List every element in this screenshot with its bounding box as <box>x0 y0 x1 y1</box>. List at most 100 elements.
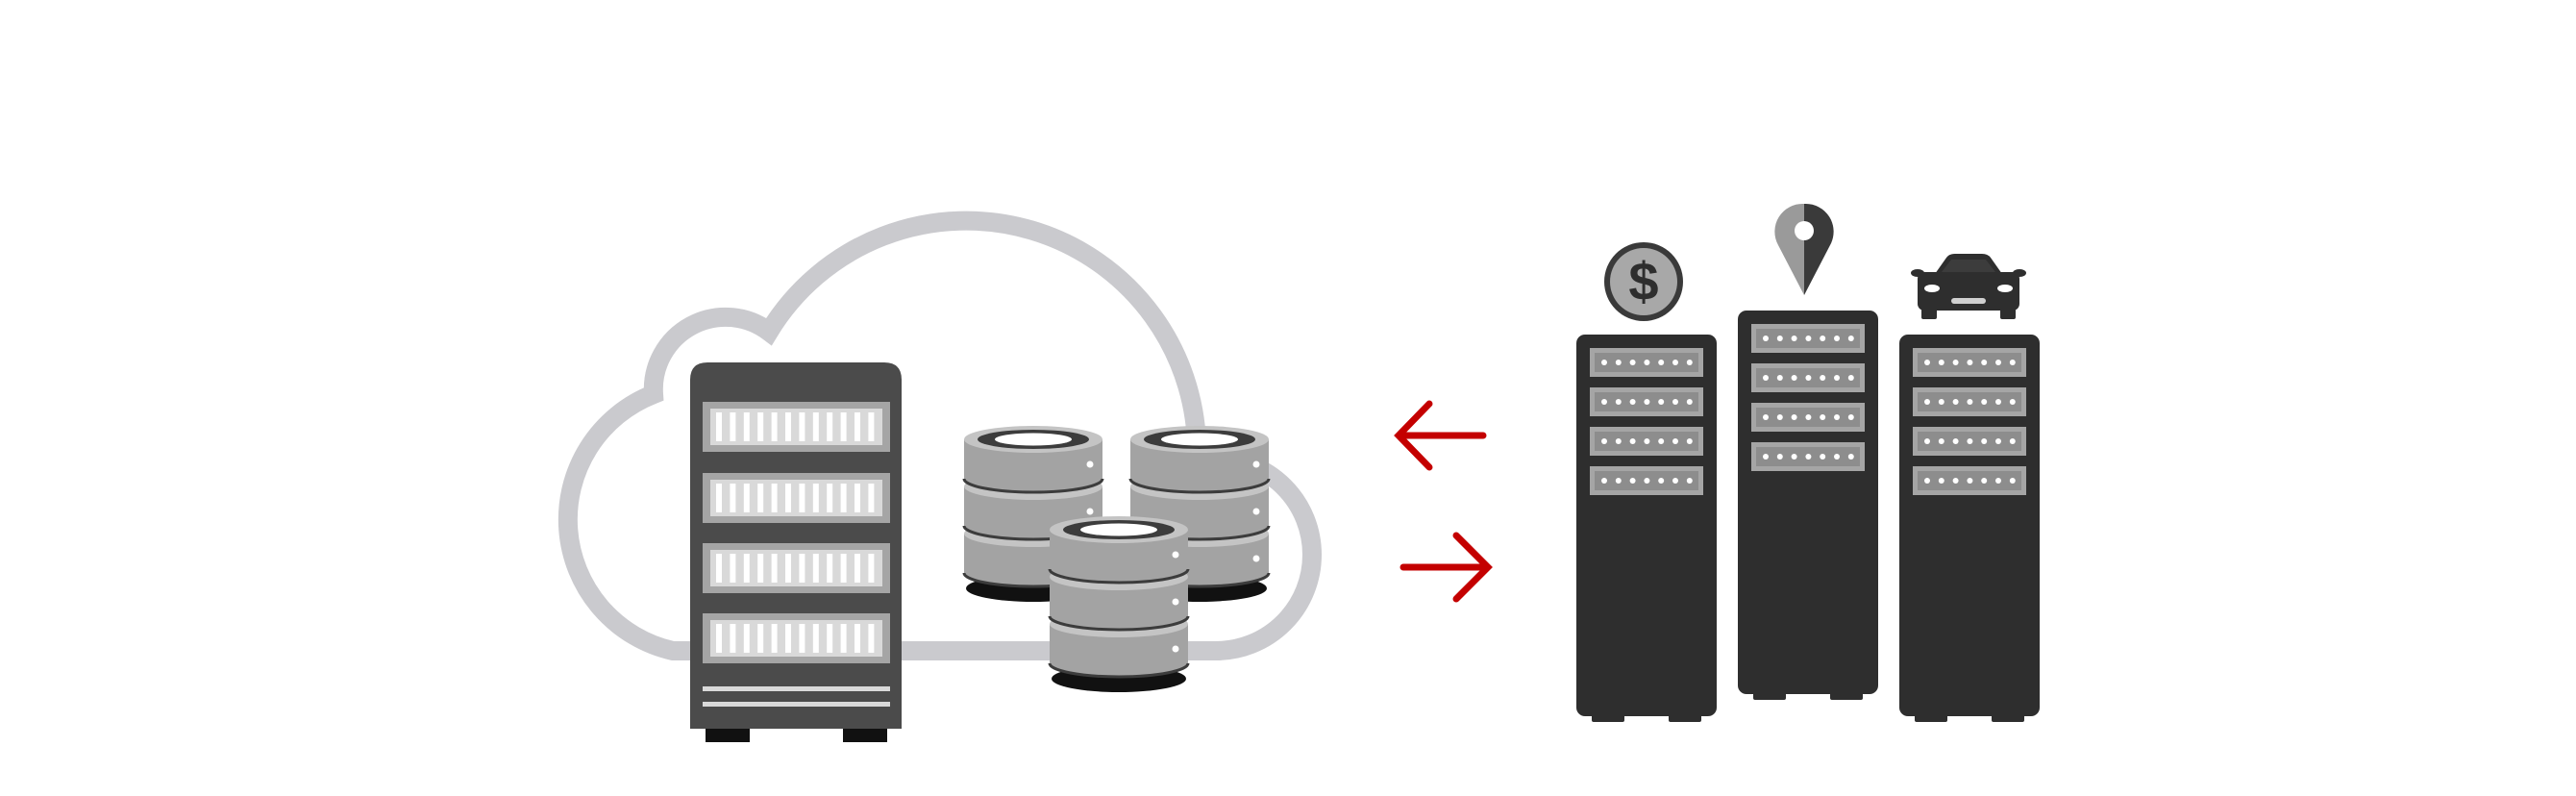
tower-drive-led <box>1924 360 1930 365</box>
tower-drive-led <box>1658 360 1665 365</box>
tower-drive-led <box>1601 360 1607 365</box>
tower-drive-led <box>1805 375 1812 381</box>
rack-server <box>690 362 902 742</box>
tower-drive-led <box>1952 360 1959 365</box>
car-icon <box>1911 254 2026 319</box>
tower-drive-led <box>1952 478 1959 484</box>
tower-drive-led <box>1672 399 1678 405</box>
disk-side <box>1050 624 1188 677</box>
tower-drive-led <box>1791 414 1797 420</box>
tower-drive-led <box>1686 399 1693 405</box>
rack-drive-slot <box>812 554 819 583</box>
rack-drive-face <box>710 409 882 445</box>
tower-drive-led <box>1763 414 1769 420</box>
tower-drive-led <box>1658 478 1665 484</box>
rack-drive-slot <box>743 624 750 653</box>
rack-drive-slot <box>812 412 819 441</box>
disk-edge <box>1048 568 1190 585</box>
rack-drive-slot <box>771 484 778 512</box>
tower-drive-led <box>2009 360 2016 365</box>
tower-drive-led <box>1981 399 1988 405</box>
disk-led <box>1252 508 1260 515</box>
tower-drive-led <box>1629 399 1636 405</box>
rack-drive-face <box>710 620 882 657</box>
rack-drive-slot <box>757 624 764 653</box>
tower-server-finance <box>1576 335 1717 722</box>
tower-drive-led <box>1967 399 1973 405</box>
tower-drive-led <box>1834 336 1840 341</box>
tower-drive-led <box>1644 360 1650 365</box>
disk-hub <box>1080 523 1157 536</box>
rack-drive-slot <box>771 554 778 583</box>
tower-drive-led <box>1938 360 1944 365</box>
rack-drive-slot <box>730 554 736 583</box>
tower-drive-led <box>1981 360 1988 365</box>
tower-drive-led <box>1805 414 1812 420</box>
rack-drive-slot <box>799 554 805 583</box>
tower-drive-led <box>1820 375 1826 381</box>
arrow-right-icon <box>1399 532 1493 603</box>
rack-drive-slot <box>743 412 750 441</box>
tower-drive-led <box>1644 438 1650 444</box>
rack-drive-slot <box>743 554 750 583</box>
tower-drive-led <box>1847 414 1854 420</box>
tower-drive-led <box>1820 336 1826 341</box>
rack-drive-slot <box>868 412 875 441</box>
disk-hub <box>1161 433 1238 446</box>
rack-drive-slot <box>812 484 819 512</box>
rack-vent <box>703 686 890 691</box>
rack-drive-slot <box>716 554 722 583</box>
dollar-symbol: $ <box>1628 251 1658 311</box>
rack-drive-slot <box>730 412 736 441</box>
rack-drive-slot <box>757 484 764 512</box>
cloud-outline <box>557 211 1322 660</box>
tower-drive-led <box>1952 438 1959 444</box>
tower-drive-led <box>1615 478 1622 484</box>
disk-edge <box>962 478 1104 494</box>
rack-drive-slot <box>771 624 778 653</box>
rack-drive-face <box>710 480 882 516</box>
disk-led <box>1252 460 1260 468</box>
rack-drive-slot <box>868 484 875 512</box>
tower-drive-led <box>1924 478 1930 484</box>
tower-drive-led <box>1658 399 1665 405</box>
rack-drive-slot <box>855 624 860 653</box>
disk-edge <box>1048 615 1190 632</box>
tower-drive-led <box>1658 438 1665 444</box>
tower-drive-led <box>1791 375 1797 381</box>
disk-side <box>1050 530 1188 583</box>
tower-drive-led <box>1791 454 1797 460</box>
rack-drive-slot <box>785 554 791 583</box>
tower-drive-led <box>1629 438 1636 444</box>
rack-drive-slot <box>868 624 875 653</box>
tower-drive-led <box>1776 336 1783 341</box>
tower-drive-led <box>1995 478 2001 484</box>
rack-drive-slot <box>855 554 860 583</box>
tower-drive-led <box>1686 478 1693 484</box>
rack-drive-slot <box>743 484 750 512</box>
tower-drive-led <box>1938 399 1944 405</box>
rack-drive-slot <box>716 412 722 441</box>
rack-foot <box>843 728 887 742</box>
tower-drive-led <box>1924 399 1930 405</box>
rack-drive-face <box>710 550 882 586</box>
database-stack-right <box>1128 426 1271 602</box>
tower-drive-led <box>1834 375 1840 381</box>
disk-led <box>1252 555 1260 562</box>
tower-server-location <box>1738 311 1878 700</box>
tower-drive-led <box>1967 438 1973 444</box>
tower-drive-led <box>1615 438 1622 444</box>
tower-drive-led <box>1686 438 1693 444</box>
tower-drive-led <box>1820 454 1826 460</box>
tower-drive-led <box>1847 375 1854 381</box>
tower-drive-led <box>1995 438 2001 444</box>
tower-drive-led <box>1629 478 1636 484</box>
database-stacks <box>962 426 1271 692</box>
rack-drive-slot <box>855 412 860 441</box>
rack-drive-slot <box>827 554 833 583</box>
rack-drive-slot <box>799 412 805 441</box>
rack-drive-slot <box>827 624 833 653</box>
tower-drive-led <box>1629 360 1636 365</box>
tower-drive-led <box>1995 360 2001 365</box>
rack-drive-slot <box>868 554 875 583</box>
